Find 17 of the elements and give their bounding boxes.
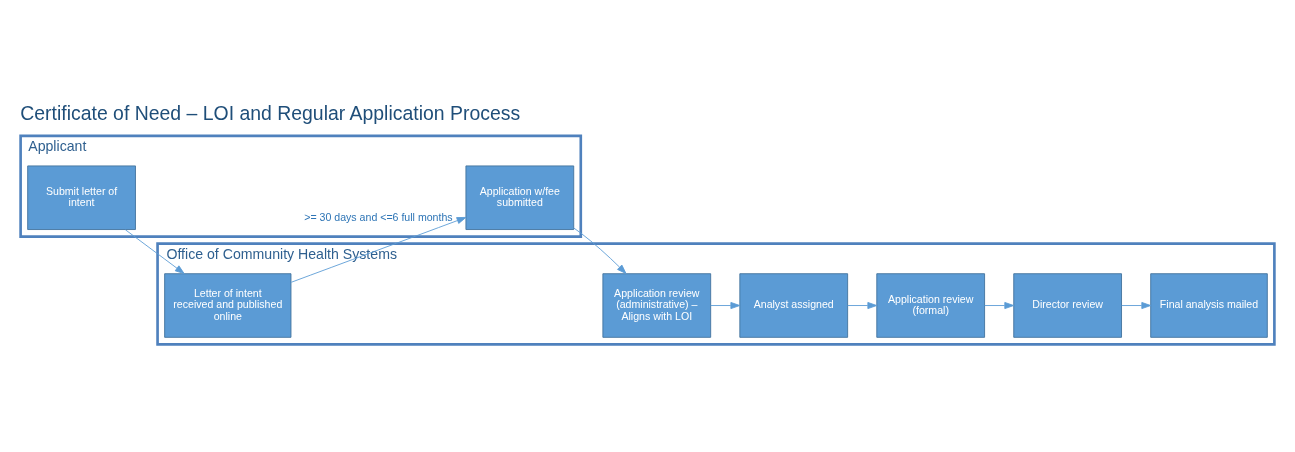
arrow bbox=[847, 302, 878, 310]
node-box: Final analysis mailed bbox=[1150, 273, 1268, 338]
arrow bbox=[573, 227, 627, 274]
node-box: Application review (formal) bbox=[876, 273, 986, 338]
node-box: Application review (administrative) – Aligns with LOI bbox=[602, 273, 712, 338]
arrow bbox=[984, 302, 1015, 310]
arrow bbox=[1121, 302, 1152, 310]
edge-label: >= 30 days and <=6 full months bbox=[304, 211, 453, 224]
node-box: Analyst assigned bbox=[739, 273, 849, 338]
arrow bbox=[710, 302, 741, 310]
node-box: Letter of intent received and published online bbox=[164, 273, 292, 338]
arrow bbox=[290, 217, 467, 283]
arrow bbox=[124, 229, 185, 275]
node-box: Director review bbox=[1013, 273, 1122, 338]
node-box: Submit letter of intent bbox=[27, 165, 136, 230]
node-box: Application w/fee submitted bbox=[465, 165, 575, 230]
diagram-title: Certificate of Need – LOI and Regular Application Process bbox=[20, 101, 521, 124]
